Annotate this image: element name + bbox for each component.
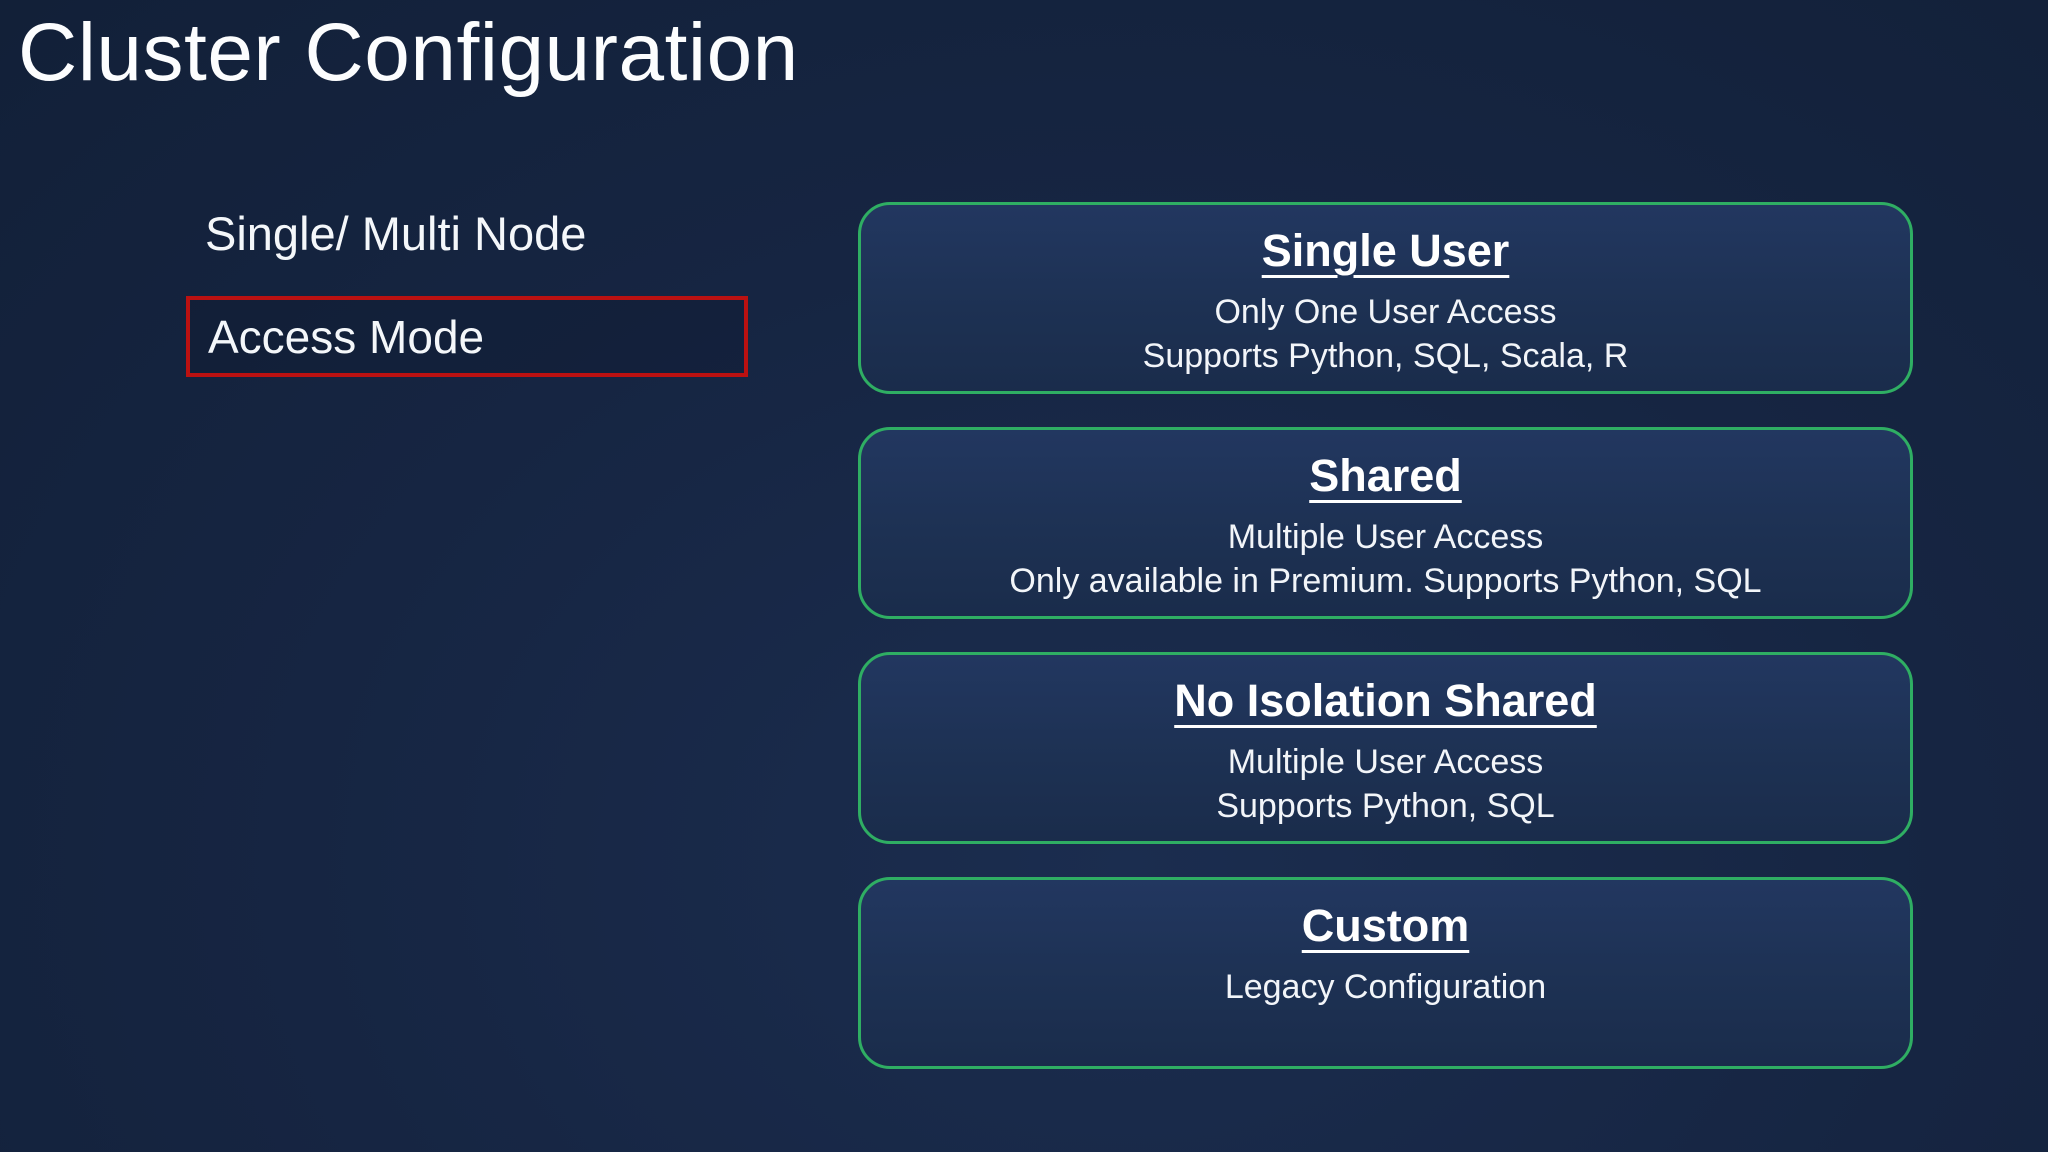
page-title: Cluster Configuration (18, 7, 799, 98)
access-mode-card-custom: Custom Legacy Configuration (858, 877, 1913, 1069)
card-description-line: Supports Python, SQL (1216, 787, 1555, 825)
card-title: No Isolation Shared (1174, 675, 1597, 726)
access-mode-card-shared: Shared Multiple User Access Only availab… (858, 427, 1913, 619)
card-title: Single User (1261, 225, 1510, 276)
access-mode-card-no-isolation-shared: No Isolation Shared Multiple User Access… (858, 652, 1913, 844)
card-description-line: Supports Python, SQL, Scala, R (1142, 337, 1629, 375)
card-description-line: Legacy Configuration (1224, 968, 1547, 1006)
access-mode-cards-column: Single User Only One User Access Support… (858, 202, 1913, 1069)
card-title: Shared (1309, 450, 1462, 501)
access-mode-card-single-user: Single User Only One User Access Support… (858, 202, 1913, 394)
card-description-line: Multiple User Access (1227, 743, 1544, 781)
single-multi-node-label: Single/ Multi Node (205, 207, 587, 260)
card-title: Custom (1301, 900, 1470, 951)
card-description-line: Multiple User Access (1227, 518, 1544, 556)
card-description-line: Only One User Access (1214, 293, 1557, 331)
card-description-line: Only available in Premium. Supports Pyth… (1009, 562, 1762, 600)
access-mode-label: Access Mode (208, 310, 485, 363)
access-mode-highlight-box: Access Mode (186, 296, 748, 377)
